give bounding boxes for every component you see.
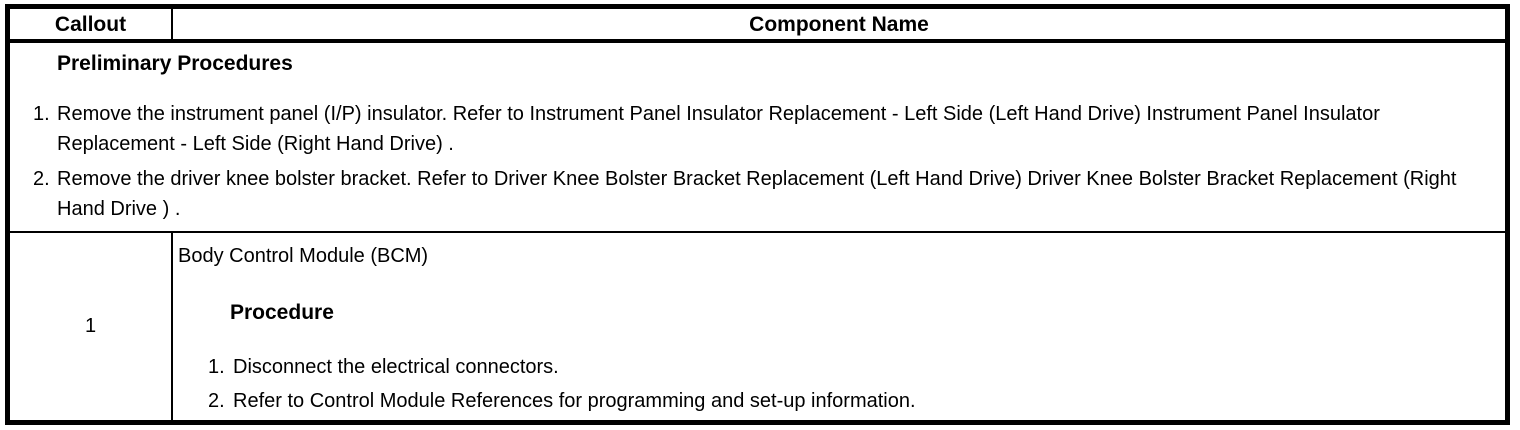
step-number: 2. [208,390,225,412]
step-number: 1. [208,356,225,378]
component-cell: Body Control Module (BCM) Procedure 1. D… [173,233,1505,420]
preliminary-step: 1. Remove the instrument panel (I/P) ins… [33,99,1485,159]
step-number: 2. [33,168,50,190]
component-table: Callout Component Name Preliminary Proce… [5,4,1510,425]
preliminary-steps-list: 1. Remove the instrument panel (I/P) ins… [33,99,1485,224]
step-text: Remove the instrument panel (I/P) insula… [57,103,1380,155]
preliminary-step: 2. Remove the driver knee bolster bracke… [33,164,1485,224]
callout-cell: 1 [10,233,173,420]
step-text: Remove the driver knee bolster bracket. … [57,168,1457,220]
callout-column-header: Callout [10,9,173,39]
procedure-steps-list: 1. Disconnect the electrical connectors.… [208,352,1485,416]
table-header-row: Callout Component Name [10,9,1505,43]
step-text: Disconnect the electrical connectors. [233,356,559,378]
procedure-step: 2. Refer to Control Module References fo… [208,386,1485,416]
table-row: 1 Body Control Module (BCM) Procedure 1.… [10,233,1505,420]
preliminary-procedures-row: Preliminary Procedures 1. Remove the ins… [10,43,1505,233]
procedure-step: 1. Disconnect the electrical connectors. [208,352,1485,382]
step-number: 1. [33,103,50,125]
preliminary-procedures-title: Preliminary Procedures [57,52,293,75]
step-text: Refer to Control Module References for p… [233,390,916,412]
procedure-title: Procedure [230,301,334,324]
component-name: Body Control Module (BCM) [178,245,429,267]
component-name-column-header: Component Name [749,12,929,36]
